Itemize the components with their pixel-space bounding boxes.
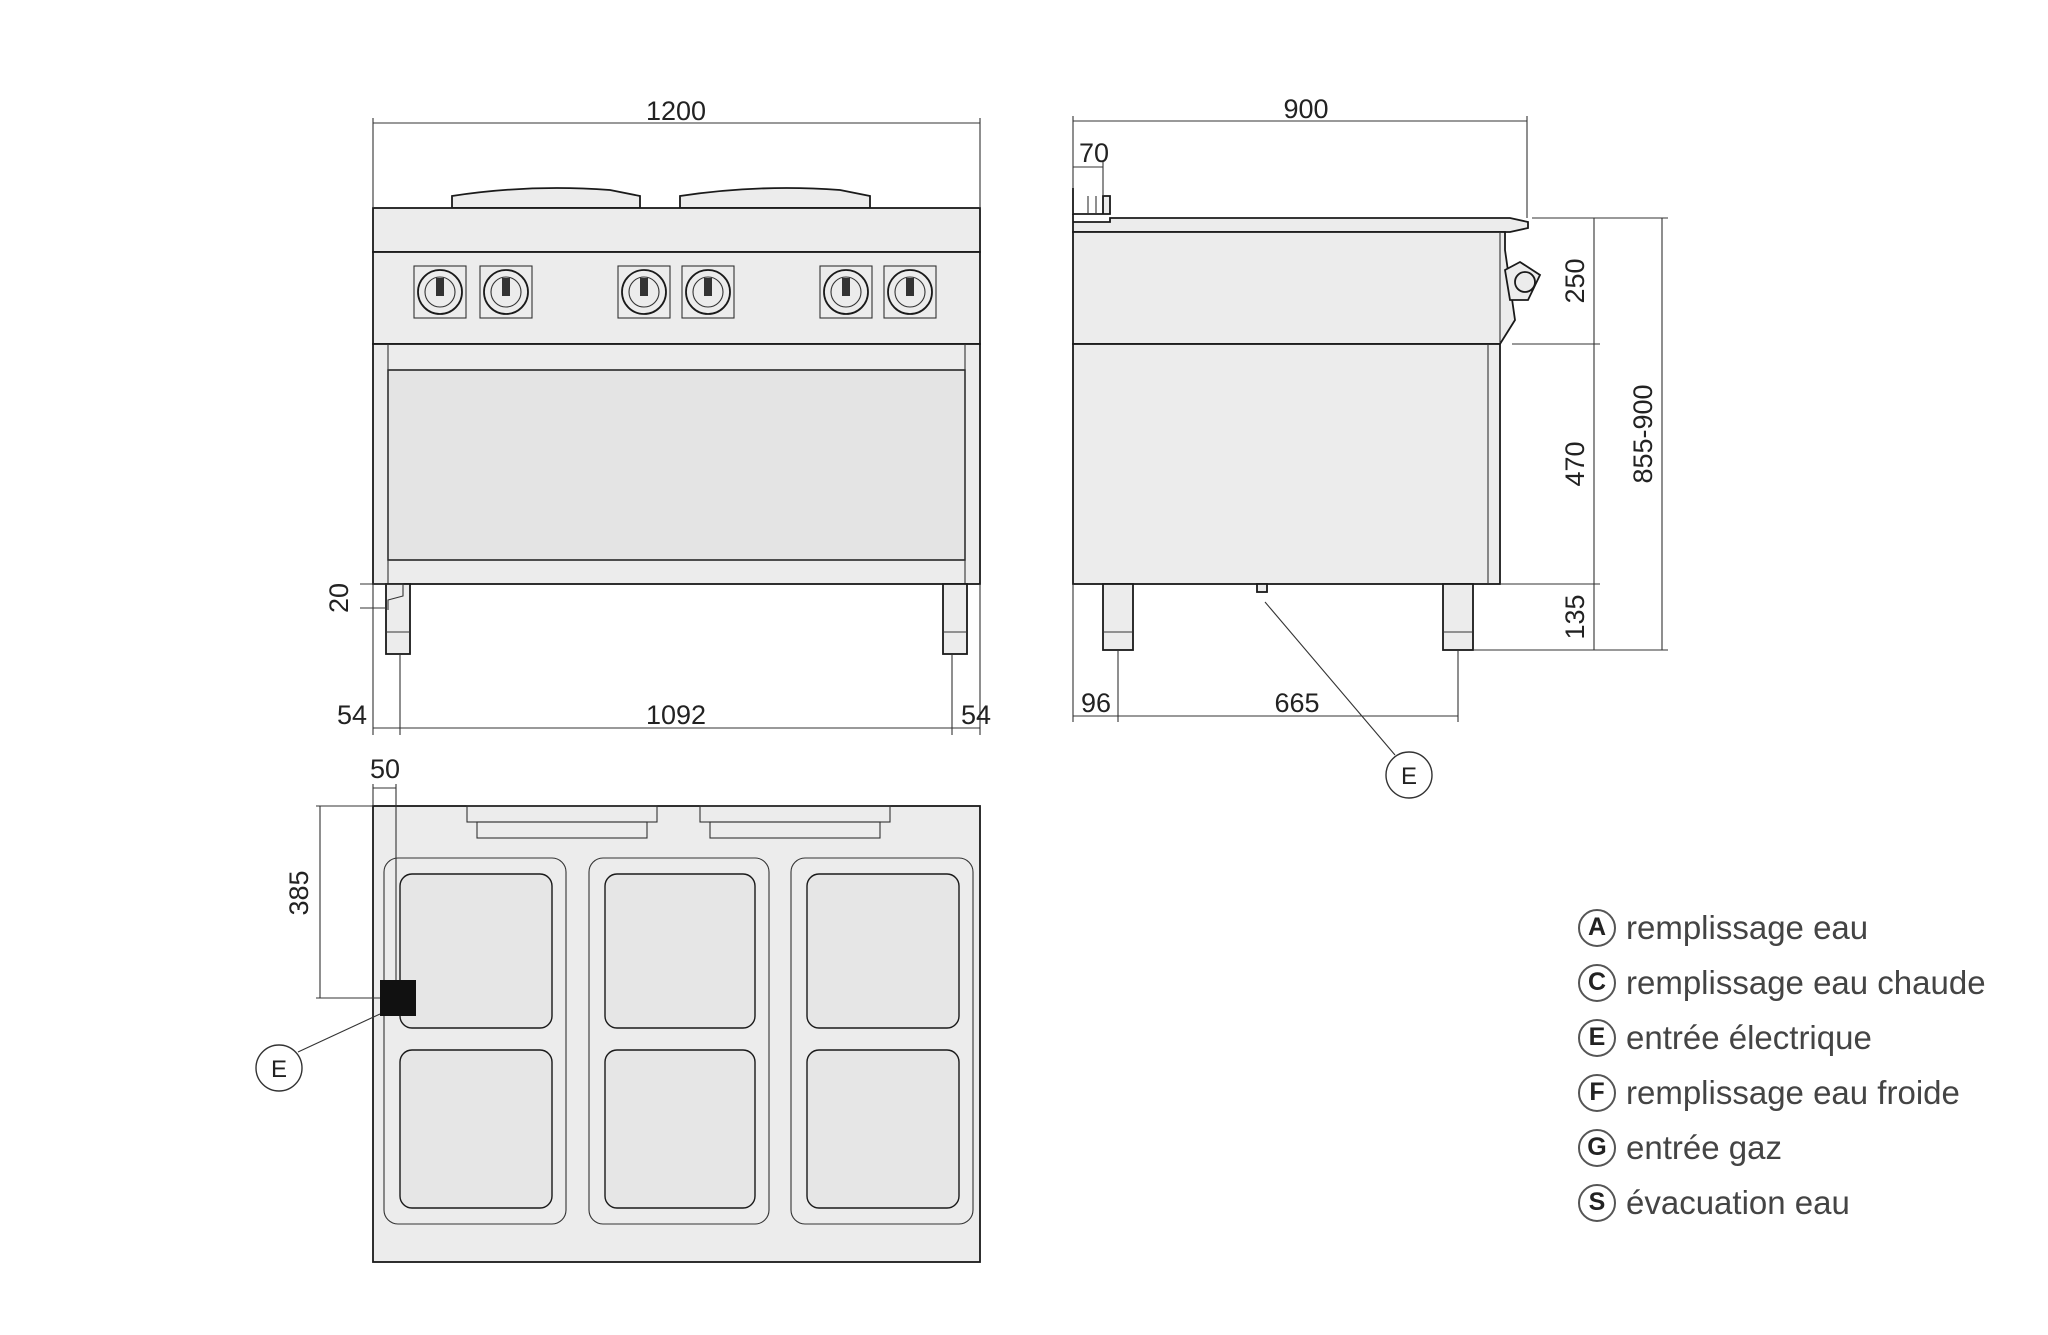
legend-letter: F [1578,1073,1616,1112]
dim-side-leg-span: 665 [1274,688,1319,718]
top-plates [383,857,974,1225]
dim-front-side-left: 54 [337,700,367,730]
side-callout-label: E [1401,763,1417,790]
side-entry-connector [1256,583,1268,593]
legend: A remplissage eau C remplissage eau chau… [1578,900,1986,1230]
front-cabinet-shelf [387,369,966,561]
legend-letter: E [1578,1018,1616,1057]
side-leg-back [1442,583,1474,651]
top-callout-circle [255,1044,303,1092]
side-callout-circle [1385,751,1433,799]
dim-side-depth: 900 [1283,94,1328,124]
legend-item: A remplissage eau [1578,900,1986,955]
dim-front-side-right: 54 [961,700,991,730]
dim-side-cabinet-height: 470 [1560,441,1590,486]
dim-side-control-height: 250 [1560,258,1590,303]
dim-front-leg-height: 20 [324,583,354,613]
top-view: 50 385 E [255,754,981,1263]
front-view: 1200 54 1092 54 20 [324,96,991,735]
legend-item: S évacuation eau [1578,1175,1986,1230]
front-knobs [413,265,937,319]
front-hook [373,583,404,610]
legend-text: remplissage eau froide [1626,1073,1960,1111]
legend-letter: S [1578,1183,1616,1222]
side-top-plate [1072,214,1529,233]
legend-item: G entrée gaz [1578,1120,1986,1175]
side-control-body [1072,231,1516,345]
dim-side-leg-height: 135 [1560,594,1590,639]
legend-text: remplissage eau chaude [1626,963,1986,1001]
legend-text: évacuation eau [1626,1183,1850,1221]
legend-letter: A [1578,908,1616,947]
front-leg-left [385,583,411,655]
dim-top-offset-y: 385 [284,870,314,915]
side-view: 900 70 250 470 135 855-900 96 665 E [1072,94,1668,799]
dim-front-between-legs: 1092 [646,700,706,730]
legend-item: F remplissage eau froide [1578,1065,1986,1120]
side-back-rail [1072,188,1111,215]
legend-text: entrée électrique [1626,1018,1872,1056]
legend-item: C remplissage eau chaude [1578,955,1986,1010]
dim-side-back-rail: 70 [1079,138,1109,168]
legend-text: entrée gaz [1626,1128,1782,1166]
dim-side-front-offset: 96 [1081,688,1111,718]
side-knob [1504,260,1542,301]
top-entry-box [380,980,416,1016]
front-leg-right [942,583,968,655]
top-callout-label: E [271,1056,287,1083]
legend-text: remplissage eau [1626,908,1869,946]
front-hob-left [451,187,641,209]
side-leg-front [1102,583,1134,651]
front-top-plate [372,207,981,253]
dim-side-total-height: 855-900 [1628,384,1658,483]
legend-letter: C [1578,963,1616,1002]
dim-front-width: 1200 [646,96,706,126]
legend-item: E entrée électrique [1578,1010,1986,1065]
front-hob-right [679,187,871,209]
legend-letter: G [1578,1128,1616,1167]
side-cabinet [1072,343,1501,585]
dim-top-offset-x: 50 [370,754,400,784]
